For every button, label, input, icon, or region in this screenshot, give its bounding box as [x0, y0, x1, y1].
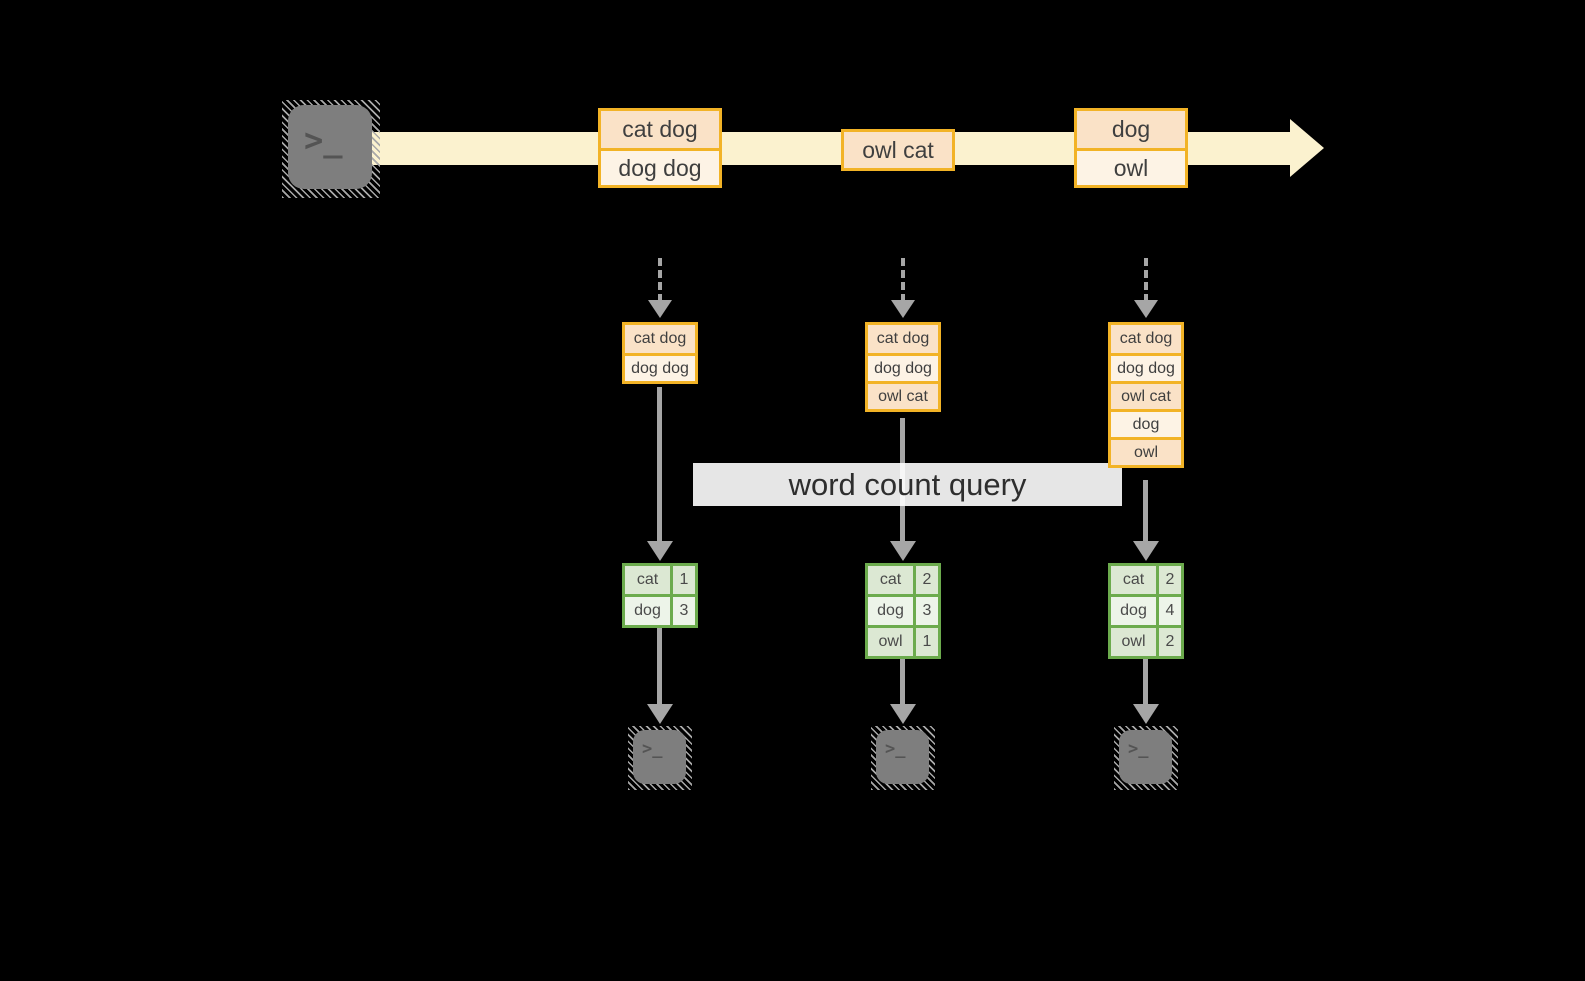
- arrow-head-icon: [890, 541, 916, 561]
- count-cell: 3: [673, 597, 695, 625]
- stream-arrowhead-icon: [1290, 119, 1324, 177]
- word-cell: cat: [625, 566, 670, 594]
- dashed-arrow-line: [901, 258, 905, 302]
- arrow-line: [1143, 659, 1148, 706]
- dashed-arrow-head-icon: [648, 300, 672, 318]
- count-table-2: cat 2 dog 3 owl 1: [865, 563, 941, 659]
- state-box-1: cat dog dog dog: [622, 322, 698, 384]
- arrow-head-icon: [647, 704, 673, 724]
- state-line: owl: [1111, 437, 1181, 465]
- dashed-arrow-head-icon: [1134, 300, 1158, 318]
- count-cell: 1: [673, 566, 695, 594]
- arrow-head-icon: [890, 704, 916, 724]
- word-cell: owl: [868, 628, 913, 656]
- count-cell: 2: [916, 566, 938, 594]
- dashed-arrow-line: [1144, 258, 1148, 302]
- prompt-icon: >_: [885, 739, 906, 759]
- terminal-icon: >_: [876, 730, 929, 784]
- stream-event-2: owl cat: [841, 129, 955, 171]
- state-line: dog dog: [625, 353, 695, 381]
- state-line: dog dog: [1111, 353, 1181, 381]
- stream-event-1: cat dog dog dog: [598, 108, 722, 188]
- terminal-icon: >_: [1119, 730, 1172, 784]
- query-label-band: word count query: [693, 463, 1122, 506]
- arrow-line: [1143, 480, 1148, 543]
- word-cell: cat: [1111, 566, 1156, 594]
- terminal-icon: >_: [288, 105, 372, 189]
- arrow-line: [657, 628, 662, 706]
- arrow-head-icon: [647, 541, 673, 561]
- count-cell: 4: [1159, 597, 1181, 625]
- sink-terminal-shadow: >_: [1114, 726, 1178, 790]
- state-line: cat dog: [1111, 325, 1181, 353]
- state-line: dog dog: [868, 353, 938, 381]
- event-line: owl cat: [844, 132, 952, 168]
- word-cell: dog: [1111, 597, 1156, 625]
- word-cell: owl: [1111, 628, 1156, 656]
- state-line: owl cat: [1111, 381, 1181, 409]
- arrow-line: [657, 387, 662, 543]
- source-terminal-shadow: >_: [282, 100, 380, 198]
- state-box-3: cat dog dog dog owl cat dog owl: [1108, 322, 1184, 468]
- dashed-arrow-head-icon: [891, 300, 915, 318]
- state-line: dog: [1111, 409, 1181, 437]
- event-line: dog: [1077, 111, 1185, 148]
- word-cell: cat: [868, 566, 913, 594]
- word-cell: dog: [868, 597, 913, 625]
- count-table-3: cat 2 dog 4 owl 2: [1108, 563, 1184, 659]
- count-cell: 2: [1159, 566, 1181, 594]
- dashed-arrow-line: [658, 258, 662, 302]
- prompt-icon: >_: [304, 121, 343, 159]
- state-line: owl cat: [868, 381, 938, 409]
- event-line: cat dog: [601, 111, 719, 148]
- arrow-line: [900, 659, 905, 706]
- arrow-head-icon: [1133, 704, 1159, 724]
- event-line: dog dog: [601, 148, 719, 185]
- count-cell: 2: [1159, 628, 1181, 656]
- sink-terminal-shadow: >_: [871, 726, 935, 790]
- count-table-1: cat 1 dog 3: [622, 563, 698, 628]
- sink-terminal-shadow: >_: [628, 726, 692, 790]
- terminal-icon: >_: [633, 730, 686, 784]
- count-cell: 1: [916, 628, 938, 656]
- count-cell: 3: [916, 597, 938, 625]
- arrow-head-icon: [1133, 541, 1159, 561]
- prompt-icon: >_: [1128, 739, 1149, 759]
- prompt-icon: >_: [642, 739, 663, 759]
- state-box-2: cat dog dog dog owl cat: [865, 322, 941, 412]
- stream-event-3: dog owl: [1074, 108, 1188, 188]
- state-line: cat dog: [625, 325, 695, 353]
- word-cell: dog: [625, 597, 670, 625]
- query-label: word count query: [788, 466, 1027, 502]
- state-line: cat dog: [868, 325, 938, 353]
- event-line: owl: [1077, 148, 1185, 185]
